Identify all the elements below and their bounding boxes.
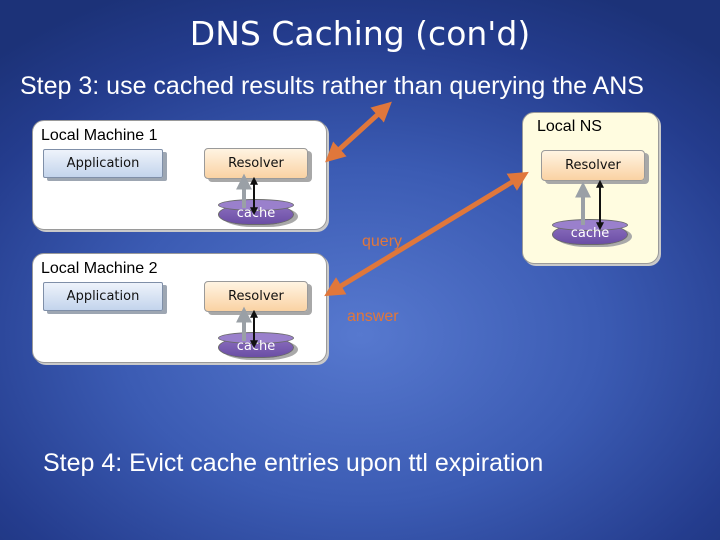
local-machine-1-label: Local Machine 1 [41, 127, 158, 144]
local-ns-resolver-box: Resolver [541, 150, 645, 181]
slide-title: DNS Caching (con'd) [189, 14, 531, 53]
local-ns-cache-top [552, 219, 628, 231]
local-ns-label: Local NS [537, 118, 602, 135]
machine-1-to-ans-arrow [325, 101, 392, 163]
answer-label: answer [347, 308, 399, 325]
machine-2-application-box: Application [43, 282, 163, 311]
machine-2-to-local-ns-arrow [324, 171, 529, 297]
local-ns-cache: cache [552, 219, 628, 245]
query-label: query [362, 233, 403, 250]
machine-2-cache: cache [218, 332, 294, 358]
machine-2-resolver-box: Resolver [204, 281, 308, 312]
machine-1-application-box: Application [43, 149, 163, 178]
step-4-text: Step 4: Evict cache entries upon ttl exp… [43, 449, 544, 477]
step-3-text: Step 3: use cached results rather than q… [20, 72, 644, 100]
local-machine-2-label: Local Machine 2 [41, 260, 158, 277]
